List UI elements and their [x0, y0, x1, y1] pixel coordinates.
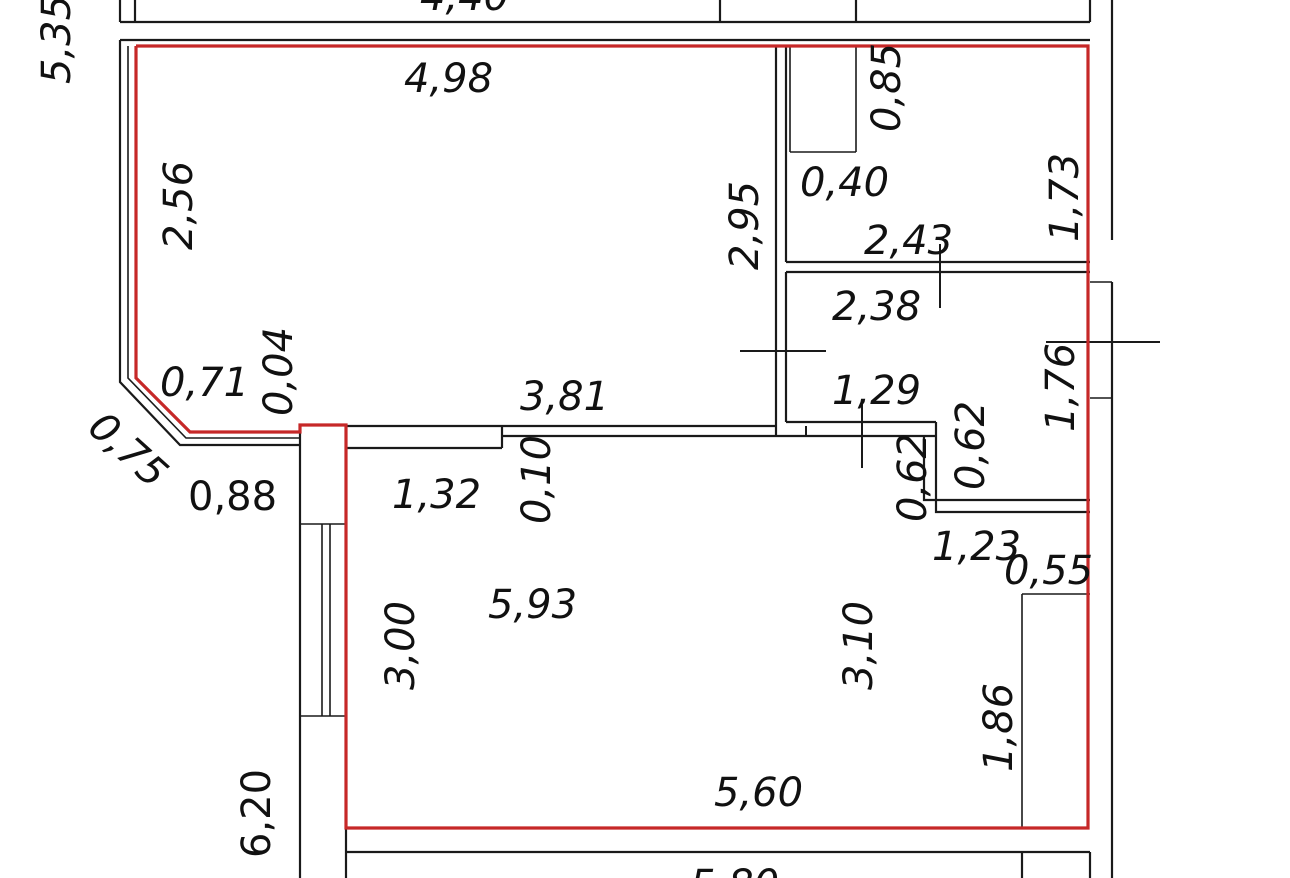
dim-niche-width: 1,23	[932, 524, 1021, 570]
dim-hall-width: 2,38	[832, 284, 921, 330]
dim-closet-width: 0,40	[800, 160, 889, 206]
dim-room-height-left: 3,00	[378, 601, 424, 690]
dim-hall-height: 1,76	[1038, 343, 1084, 432]
dim-bath-height: 1,73	[1042, 153, 1088, 242]
dim-left-height: 2,56	[156, 161, 202, 250]
dim-corridor-length: 1,32	[392, 472, 481, 518]
dim-partition: 3,81	[520, 374, 609, 420]
dim-bottom-width: 5,60	[714, 770, 803, 816]
dim-top-width: 4,98	[404, 56, 493, 102]
dim-inner-height: 2,95	[722, 181, 768, 270]
dim-bay-side: 0,75	[79, 403, 176, 497]
apartment-outline	[134, 44, 1090, 830]
dim-bottom-partial: 5,80	[690, 862, 779, 878]
dim-niche-depth: 0,55	[1004, 548, 1093, 594]
dim-top-partial-vertical: 5,35	[34, 0, 80, 84]
dim-outer-height: 6,20	[234, 769, 280, 858]
neighbor-top	[118, 0, 1114, 240]
dim-hall-inner: 1,29	[832, 368, 921, 414]
dim-bath-width: 2,43	[864, 218, 953, 264]
dim-niche-b: 0,62	[948, 401, 994, 490]
dim-room-width: 5,93	[488, 582, 577, 628]
dim-kitchen-length: 1,86	[976, 683, 1022, 772]
dim-top-partial: 4,40	[420, 0, 509, 20]
dim-bay-top: 0,71	[160, 360, 249, 406]
dimension-labels: 4,40 4,98 0,71 3,81 1,32 5,93 5,60 5,80 …	[34, 0, 1093, 878]
dim-bay-width: 0,88	[188, 474, 277, 520]
dim-niche-a: 0,62	[890, 433, 936, 522]
section-marks	[740, 244, 1160, 468]
dim-room-height-right: 3,10	[836, 601, 882, 690]
dim-wall-thickness: 0,10	[514, 435, 560, 524]
dim-closet-depth: 0,85	[864, 43, 910, 132]
dim-bay-gap: 0,04	[256, 327, 302, 416]
